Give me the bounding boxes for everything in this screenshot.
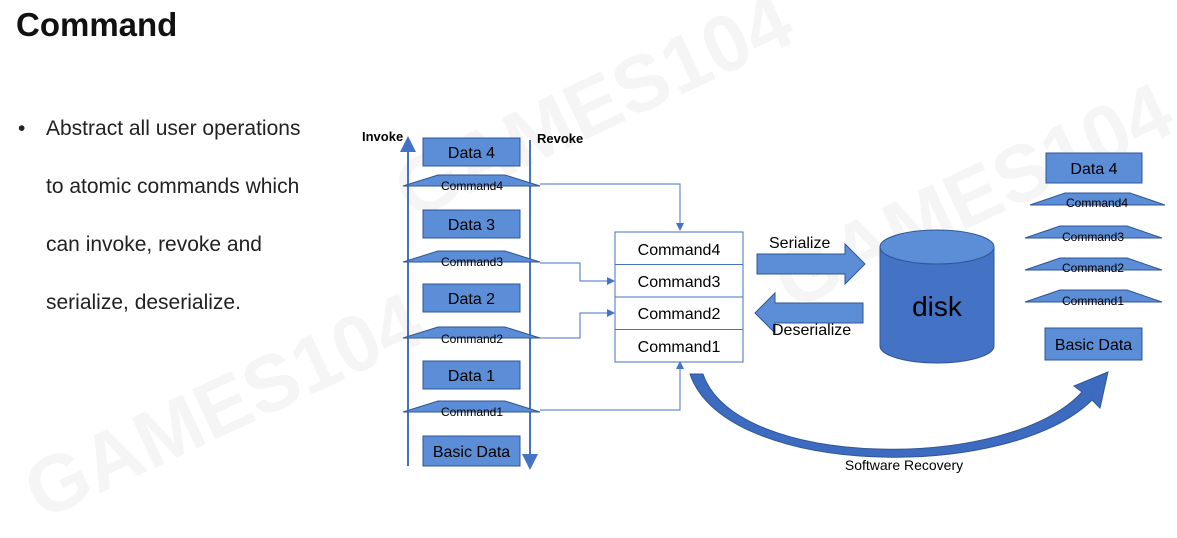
recovery-arrow bbox=[689, 371, 1109, 458]
command-arrow bbox=[1024, 289, 1163, 303]
deserialize-label: Deserialize bbox=[772, 322, 851, 339]
bullet-line: Abstract all user operations bbox=[46, 117, 301, 140]
data-box bbox=[1045, 152, 1143, 184]
data-box-label: Data 4 bbox=[448, 145, 495, 162]
command-arrow-label: Command4 bbox=[441, 179, 503, 193]
data-box-label: Data 4 bbox=[1070, 161, 1117, 178]
recovery-label: Software Recovery bbox=[845, 457, 963, 473]
data-box-label: Data 3 bbox=[448, 217, 495, 234]
bullet-line: to atomic commands which bbox=[46, 175, 300, 198]
command-arrow bbox=[402, 400, 541, 413]
connector-line bbox=[540, 309, 615, 339]
revoke-label: Revoke bbox=[537, 131, 583, 146]
command-list: Command4 Command3 Command2 Command1 bbox=[614, 231, 744, 363]
bullet-line: serialize, deserialize. bbox=[46, 291, 241, 314]
bullet-line: can invoke, revoke and bbox=[46, 233, 262, 256]
basic-data-box bbox=[1044, 327, 1143, 361]
disk-label: disk bbox=[912, 291, 963, 322]
data-box-label: Data 2 bbox=[448, 291, 495, 308]
data-box bbox=[422, 209, 521, 239]
command-arrow bbox=[1024, 257, 1163, 271]
command-arrow bbox=[402, 326, 541, 339]
invoke-label: Invoke bbox=[362, 129, 403, 144]
command-diagram: Invoke Revoke Data 4 Data 3 Data 2 Data … bbox=[362, 129, 1166, 473]
data-box bbox=[422, 137, 521, 167]
basic-data-box bbox=[422, 435, 521, 467]
connector-line bbox=[540, 262, 615, 285]
bullet-point: • Abstract all user operations to atomic… bbox=[18, 100, 300, 332]
data-box bbox=[422, 283, 521, 313]
bullet-icon: • bbox=[18, 117, 26, 140]
disk-icon: disk bbox=[879, 229, 995, 364]
command-arrow-label: Command3 bbox=[1062, 230, 1124, 244]
command-arrow-label: Command4 bbox=[1066, 196, 1128, 210]
command-list-item: Command1 bbox=[638, 339, 721, 356]
page-title: Command bbox=[16, 6, 178, 43]
command-arrow-label: Command1 bbox=[441, 405, 503, 419]
command-arrow bbox=[402, 174, 541, 187]
deserialize-arrow bbox=[754, 291, 864, 335]
command-list-item: Command2 bbox=[638, 306, 721, 323]
command-arrow-label: Command1 bbox=[1062, 294, 1124, 308]
command-arrow bbox=[402, 250, 541, 263]
data-box bbox=[422, 360, 521, 390]
basic-data-label: Basic Data bbox=[433, 444, 510, 461]
command-arrow bbox=[1029, 192, 1166, 206]
basic-data-label: Basic Data bbox=[1055, 337, 1132, 354]
command-arrow-label: Command3 bbox=[441, 255, 503, 269]
command-list-item: Command3 bbox=[638, 274, 721, 291]
command-arrow-label: Command2 bbox=[1062, 261, 1124, 275]
serialize-label: Serialize bbox=[769, 235, 830, 252]
connector-line bbox=[540, 183, 684, 231]
data-box-label: Data 1 bbox=[448, 368, 495, 385]
command-arrow-label: Command2 bbox=[441, 332, 503, 346]
serialize-arrow bbox=[756, 242, 866, 286]
command-arrow bbox=[1024, 225, 1163, 239]
command-list-item: Command4 bbox=[638, 242, 721, 259]
connector-line bbox=[540, 361, 684, 411]
